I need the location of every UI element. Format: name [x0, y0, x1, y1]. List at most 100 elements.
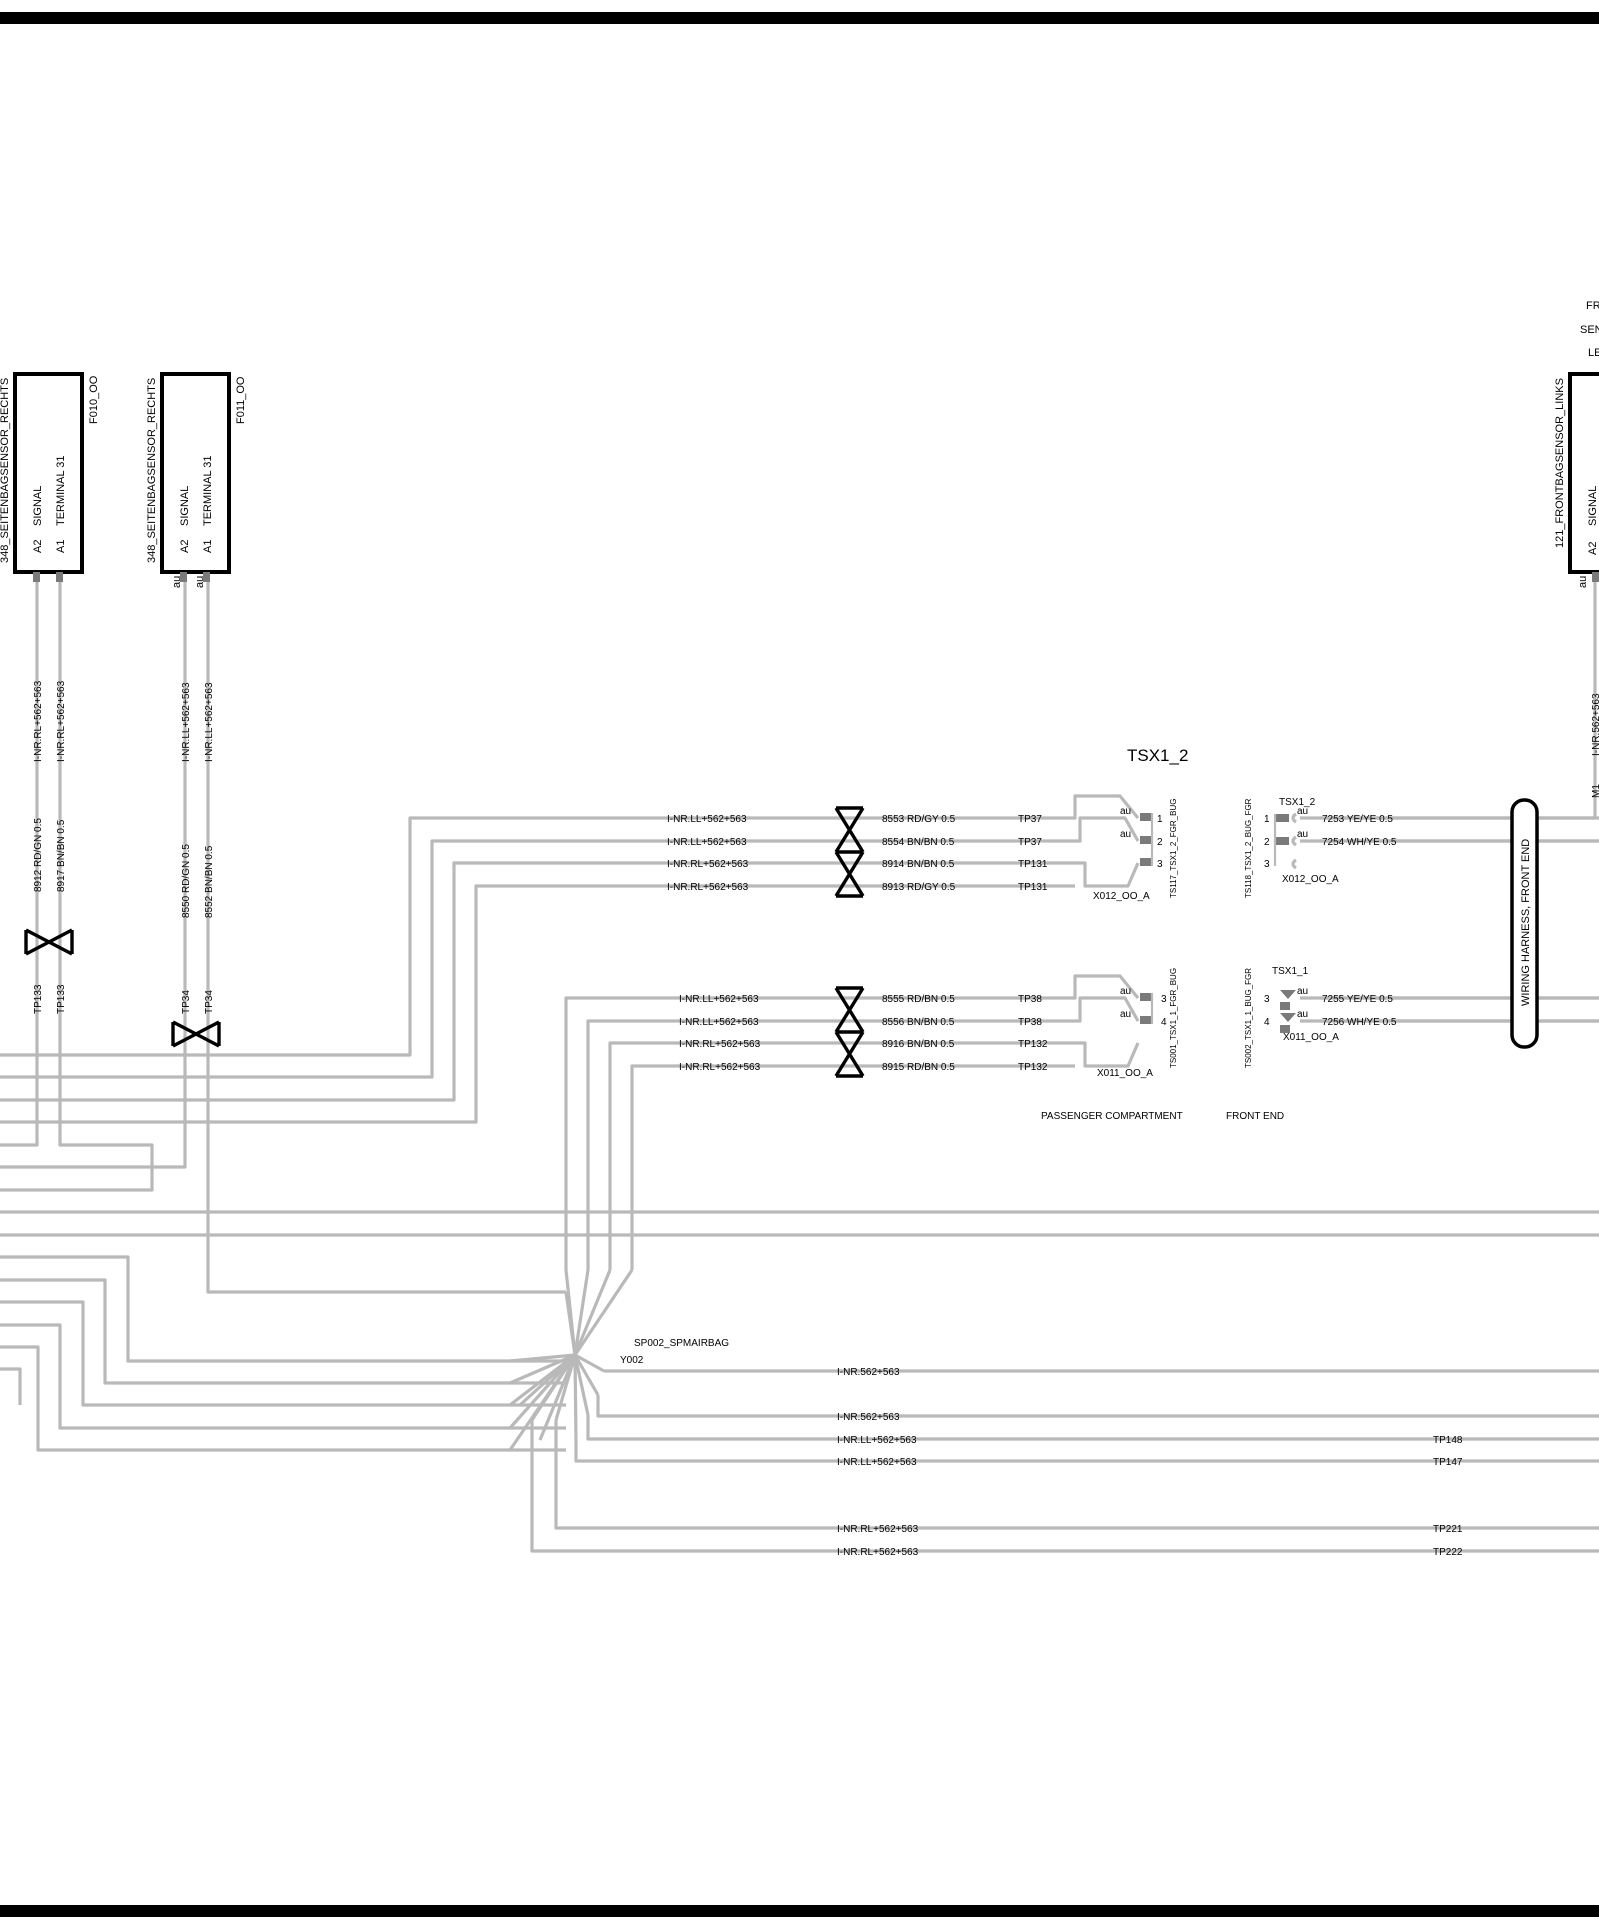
lower-vlabel: TS001_TSX1_1_FGR_BUG: [1169, 968, 1178, 1068]
harness-marker[interactable]: [1510, 798, 1539, 1049]
front-upper-vlabel: TS118_TSX1_2_BUG_FGR: [1244, 798, 1253, 898]
lower-pin-3: 3: [1161, 994, 1167, 1005]
harness-label: WIRING HARNESS, FRONT END: [1520, 839, 1532, 1006]
front-lower-connector: X011_OO_A: [1283, 1032, 1339, 1043]
lower-row-4-tp: TP132: [1018, 1062, 1048, 1073]
twist-left-1: [24, 928, 74, 956]
bottom-wire-5-tp: TP221: [1433, 1524, 1463, 1535]
sensor-front-left-au: au: [1577, 576, 1589, 588]
wire-bundle: [0, 582, 1599, 1553]
lower-row-3-route: I-NR.RL+562+563: [679, 1039, 761, 1050]
sensor-f010-ref: F010_OO: [88, 375, 100, 424]
front-lower-vlabel: TS002_TSX1_1_BUG_FGR: [1244, 968, 1253, 1068]
left-wire-2-route: I-NR.RL+562+563: [56, 680, 67, 762]
lower-row-1-route: I-NR.LL+562+563: [679, 994, 759, 1005]
sensor-front-left[interactable]: [1568, 372, 1599, 574]
sensor-f011-pin-a2: A2: [179, 540, 191, 553]
upper-row-1-route: I-NR.LL+562+563: [667, 814, 747, 825]
bottom-wire-3-route: I-NR.LL+562+563: [837, 1435, 917, 1446]
front-lower-pin-3: 3: [1264, 994, 1270, 1005]
left-wire-4-route: I-NR.LL+562+563: [204, 682, 215, 762]
left-wire-4-tp: TP34: [204, 990, 215, 1014]
upper-vlabel: TS117_TSX1_2_FGR_BUG: [1169, 799, 1178, 898]
lower-row-2-code: 8556 BN/BN 0.5: [882, 1017, 955, 1028]
bottom-wire-2-route: I-NR.562+563: [837, 1412, 900, 1423]
upper-au-1: au: [1120, 806, 1131, 817]
sensor-f010-name: 348_SEITENBAGSENSOR_RECHTS: [0, 378, 11, 563]
sensor-front-left-header-2: SEN: [1580, 324, 1599, 336]
bottom-wire-3-tp: TP148: [1433, 1435, 1463, 1446]
sensor-front-left-signal: SIGNAL: [1587, 486, 1599, 526]
right-wire-route: I-NR.562+563: [1591, 693, 1599, 756]
lower-row-1-code: 8555 RD/BN 0.5: [882, 994, 955, 1005]
left-wire-2-tp: TP133: [56, 984, 67, 1014]
left-wire-4-code: 8552 BN/BN 0.5: [204, 845, 215, 918]
upper-row-2-route: I-NR.LL+562+563: [667, 837, 747, 848]
upper-connector-name: X012_OO_A: [1093, 891, 1150, 902]
upper-au-2: au: [1120, 829, 1131, 840]
lower-au-1: au: [1120, 986, 1131, 997]
twist-left-2: [171, 1020, 221, 1048]
upper-pin-2: 2: [1157, 837, 1163, 848]
sensor-f010[interactable]: [13, 372, 84, 574]
sensor-f011-pin-a1: A1: [202, 540, 214, 553]
front-lower-au-2: au: [1297, 1009, 1308, 1020]
left-wire-1-code: 8912 RD/GN 0.5: [33, 818, 44, 892]
bottom-wire-6-route: I-NR.RL+562+563: [837, 1547, 919, 1558]
lower-au-2: au: [1120, 1009, 1131, 1020]
upper-row-3-tp: TP131: [1018, 859, 1048, 870]
left-wire-3-code: 8550 RD/GN 0.5: [181, 844, 192, 918]
lower-pin-4: 4: [1161, 1017, 1167, 1028]
lower-row-1-tp: TP38: [1018, 994, 1042, 1005]
connector-x011-front[interactable]: [1280, 990, 1296, 1033]
bottom-wire-4-route: I-NR.LL+562+563: [837, 1457, 917, 1468]
splice-star: [508, 1269, 634, 1451]
front-upper-au-1: au: [1297, 806, 1308, 817]
front-lower-pin-4: 4: [1264, 1017, 1270, 1028]
zone-passenger: PASSENGER COMPARTMENT: [1041, 1111, 1183, 1122]
left-wire-1-tp: TP133: [33, 984, 44, 1014]
connector-x012-passenger[interactable]: [1140, 813, 1154, 866]
sensor-front-left-pin: A2: [1587, 542, 1599, 555]
tsx-title: TSX1_2: [1127, 746, 1188, 765]
bottom-wire-6-tp: TP222: [1433, 1547, 1463, 1558]
front-lower-au-1: au: [1297, 986, 1308, 997]
left-wire-1-route: I-NR.RL+562+563: [33, 680, 44, 762]
lower-row-4-route: I-NR.RL+562+563: [679, 1062, 761, 1073]
upper-pin-1: 1: [1157, 814, 1163, 825]
front-upper-title: TSX1_2: [1279, 797, 1316, 808]
upper-row-3-route: I-NR.RL+562+563: [667, 859, 749, 870]
upper-row-1-code: 8553 RD/GY 0.5: [882, 814, 956, 825]
connector-x012-front[interactable]: [1273, 812, 1297, 870]
lower-row-4-code: 8915 RD/BN 0.5: [882, 1062, 955, 1073]
front-lower-wire-1: 7255 YE/YE 0.5: [1322, 994, 1393, 1005]
front-upper-pin-1: 1: [1264, 814, 1270, 825]
sensor-f010-terminal: TERMINAL 31: [55, 455, 67, 526]
sensor-f011-name: 348_SEITENBAGSENSOR_RECHTS: [146, 378, 158, 563]
splice-id: Y002: [620, 1355, 644, 1366]
sensor-f010-pin-a1: A1: [55, 540, 67, 553]
bottom-wire-4-tp: TP147: [1433, 1457, 1463, 1468]
sensor-f010-signal: SIGNAL: [32, 486, 44, 526]
lower-row-2-route: I-NR.LL+562+563: [679, 1017, 759, 1028]
upper-row-4-route: I-NR.RL+562+563: [667, 882, 749, 893]
upper-row-2-code: 8554 BN/BN 0.5: [882, 837, 955, 848]
sensor-f011[interactable]: [160, 372, 231, 574]
sensor-f011-terminal: TERMINAL 31: [202, 455, 214, 526]
bottom-wire-1-route: I-NR.562+563: [837, 1367, 900, 1378]
front-lower-title: TSX1_1: [1272, 966, 1309, 977]
upper-row-4-tp: TP131: [1018, 882, 1048, 893]
left-wire-3-route: I-NR.LL+562+563: [181, 682, 192, 762]
bottom-wire-5-route: I-NR.RL+562+563: [837, 1524, 919, 1535]
sensor-front-left-header-3: LE: [1588, 347, 1599, 359]
sensor-f011-signal: SIGNAL: [179, 486, 191, 526]
upper-pin-3: 3: [1157, 859, 1163, 870]
lower-row-3-code: 8916 BN/BN 0.5: [882, 1039, 955, 1050]
sensor-f010-pin-a2: A2: [32, 540, 44, 553]
left-wire-2-code: 8917 BN/BN 0.5: [56, 819, 67, 892]
front-upper-wire-2: 7254 WH/YE 0.5: [1322, 837, 1397, 848]
front-upper-connector: X012_OO_A: [1282, 874, 1339, 885]
splice-name: SP002_SPMAIRBAG: [634, 1338, 729, 1349]
connector-x011-passenger[interactable]: [1140, 993, 1154, 1024]
